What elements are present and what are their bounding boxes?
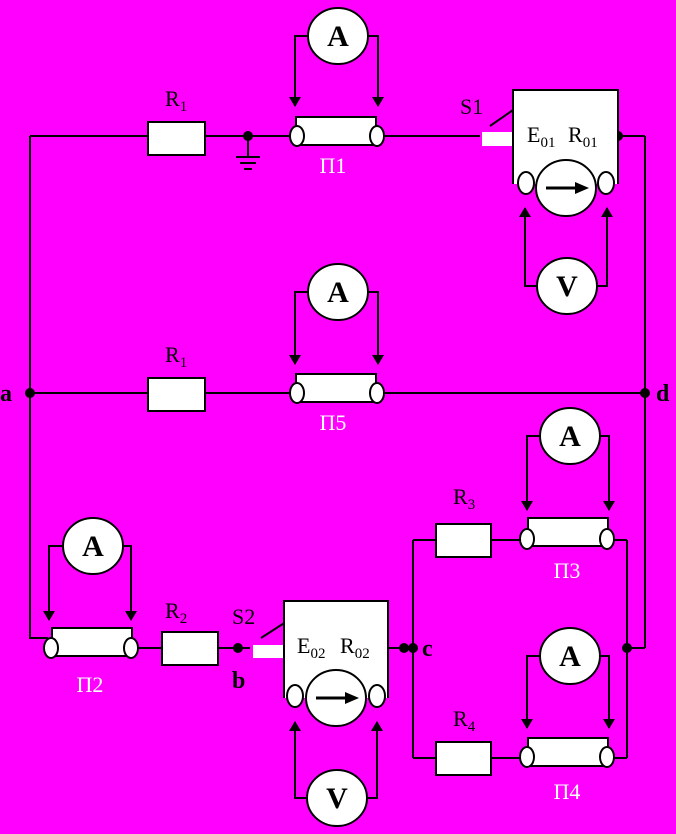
label-p1: П1 — [320, 153, 347, 178]
ammeter-p4-label: A — [559, 640, 581, 673]
ammeter-p2-label: A — [82, 530, 104, 563]
ammeter-p4: A — [539, 627, 601, 685]
label-p3: П3 — [554, 558, 581, 583]
label-r1-middle: R1 — [165, 342, 187, 371]
instrument-p5 — [289, 373, 385, 404]
voltmeter-2-label: V — [326, 782, 348, 815]
instrument-p2 — [43, 627, 139, 659]
ammeter-p2: A — [62, 517, 124, 575]
label-r3: R3 — [453, 484, 475, 513]
node-b-label: b — [232, 668, 245, 694]
switch-s2-contact — [253, 645, 283, 658]
instrument-p1 — [289, 116, 385, 147]
switch-s1-contact — [482, 132, 512, 146]
ammeter-p5-label: A — [327, 276, 349, 309]
source-2 — [283, 600, 389, 727]
node-d-label: d — [656, 381, 670, 407]
instrument-p4 — [519, 737, 615, 768]
voltmeter-source-2: V — [306, 769, 368, 827]
voltmeter-1-label: V — [556, 270, 578, 303]
voltmeter-source-1: V — [536, 257, 598, 315]
label-p5: П5 — [320, 410, 347, 435]
resistor-r3 — [435, 523, 492, 558]
instrument-p3 — [519, 517, 615, 550]
label-r1-top: R1 — [165, 86, 187, 115]
ammeter-p3-label: A — [559, 420, 581, 453]
ammeter-p3: A — [539, 407, 601, 465]
ammeter-p5: A — [307, 263, 369, 321]
label-r4: R4 — [453, 706, 476, 735]
label-p2: П2 — [77, 672, 104, 697]
label-r2: R2 — [165, 598, 187, 627]
resistor-r2 — [161, 631, 219, 666]
ammeter-p1-label: A — [327, 20, 349, 53]
label-e01: E01 — [527, 122, 555, 151]
resistor-r1-top — [147, 121, 206, 156]
resistor-r1-middle — [147, 377, 206, 412]
label-p4: П4 — [554, 779, 581, 804]
resistors — [147, 121, 492, 776]
ammeter-p1: A — [307, 7, 369, 65]
label-s1: S1 — [460, 94, 483, 119]
source-1 — [512, 89, 619, 217]
node-a-label: a — [0, 381, 12, 407]
node-c-label: c — [422, 636, 433, 662]
label-r02: R02 — [340, 633, 370, 662]
label-r01: R01 — [568, 122, 598, 151]
label-e02: E02 — [297, 633, 325, 662]
label-s2: S2 — [232, 604, 255, 629]
resistor-r4 — [435, 741, 492, 776]
